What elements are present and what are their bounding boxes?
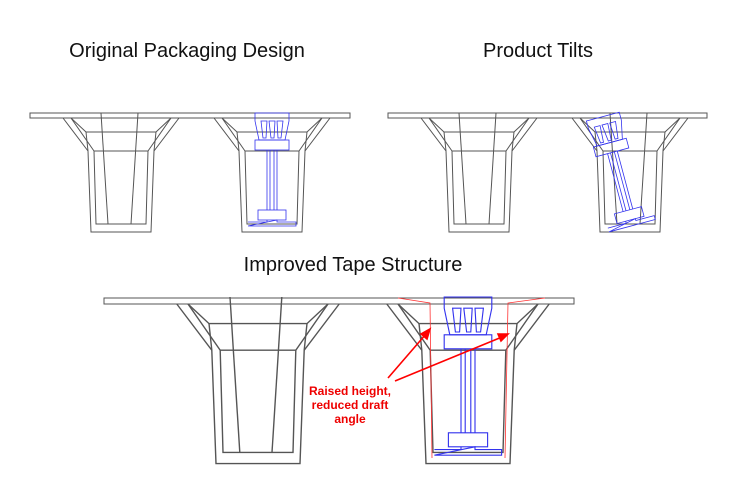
title-original: Original Packaging Design <box>69 40 305 62</box>
title-improved: Improved Tape Structure <box>243 254 463 276</box>
product-improved <box>433 296 503 456</box>
annotation-arrows <box>387 327 510 382</box>
product-upright <box>247 112 297 227</box>
raised-wall-left <box>397 297 433 459</box>
annotation-line: reduced draft <box>311 398 389 412</box>
title-tilt: Product Tilts <box>482 40 594 62</box>
annotation-line: Raised height, <box>308 384 392 398</box>
raised-wall-right <box>504 297 546 459</box>
tilt-tape <box>387 109 708 233</box>
original-tape <box>29 112 351 233</box>
annotation-line: angle <box>334 412 366 426</box>
improved-tape <box>103 296 575 465</box>
annotation-text: Raised height, reduced draft angle <box>309 384 391 426</box>
